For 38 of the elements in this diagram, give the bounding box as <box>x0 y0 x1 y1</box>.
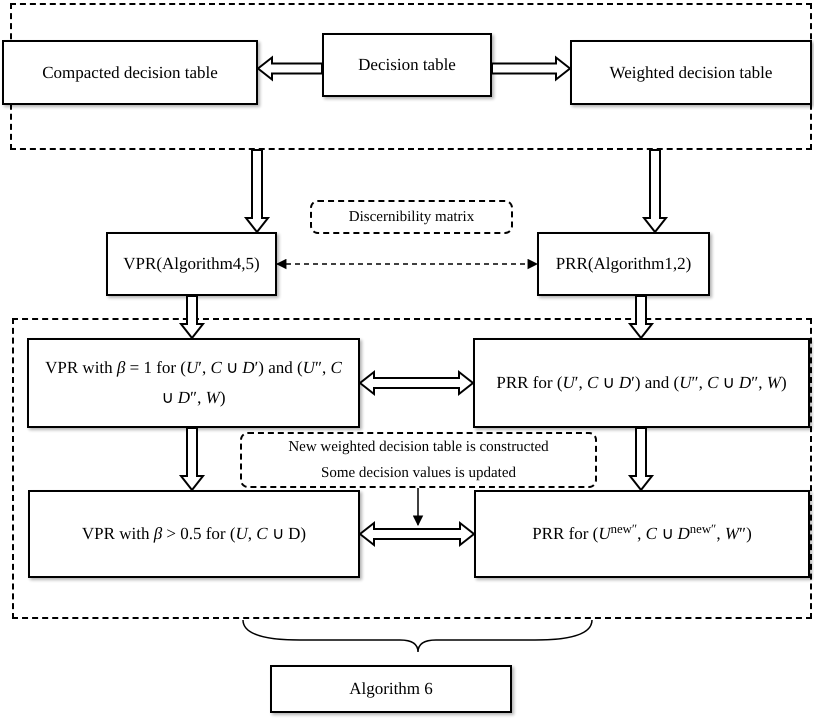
arrow <box>276 258 538 270</box>
hollow-arrow <box>628 427 654 492</box>
node-text: VPR with β > 0.5 for (U, C ∪ D) <box>82 523 306 546</box>
node-text: PRR for (U′, C ∪ D′) and (U″, C ∪ D″, W) <box>496 372 787 394</box>
process-box <box>474 490 810 578</box>
hollow-arrow <box>628 295 654 340</box>
process-box <box>473 338 810 428</box>
node-text: Decision table <box>358 54 456 76</box>
process-box <box>27 338 360 428</box>
process-box <box>106 232 277 296</box>
hollow-arrow <box>642 149 668 234</box>
hollow-arrow <box>491 55 572 82</box>
node-text: Weighted decision table <box>610 62 772 84</box>
hollow-arrow <box>178 295 206 340</box>
dashed-note-box <box>240 432 597 488</box>
node-text: PRR for (U$^{new″}$, C ∪ D$^{new″}$, W″) <box>532 520 752 546</box>
dashed-group <box>12 318 812 619</box>
hollow-arrow <box>178 427 206 492</box>
process-box <box>537 232 710 296</box>
hollow-arrow <box>256 55 323 82</box>
node-text: PRR(Algorithm1,2) <box>556 253 692 276</box>
node-text: Algorithm 6 <box>349 678 433 700</box>
dashed-note-box <box>310 200 513 234</box>
node-text: New weighted decision table is constructed <box>288 438 549 457</box>
node-text: Some decision values is updated <box>321 464 516 484</box>
hollow-arrow <box>358 520 476 548</box>
node-text: Compacted decision table <box>42 62 218 84</box>
node-text: Discernibility matrix <box>348 208 474 227</box>
arrow <box>412 488 424 526</box>
process-box <box>570 40 812 105</box>
node-text: VPR(Algorithm4,5) <box>123 253 260 276</box>
process-box <box>28 490 360 578</box>
process-box <box>270 665 512 713</box>
process-box <box>322 33 492 97</box>
hollow-arrow <box>244 149 270 234</box>
hollow-arrow <box>358 370 475 396</box>
node-text: VPR with β = 1 for (U′, C ∪ D′) and (U″, C ∪ D″, W) <box>44 357 343 409</box>
process-box <box>2 40 258 105</box>
